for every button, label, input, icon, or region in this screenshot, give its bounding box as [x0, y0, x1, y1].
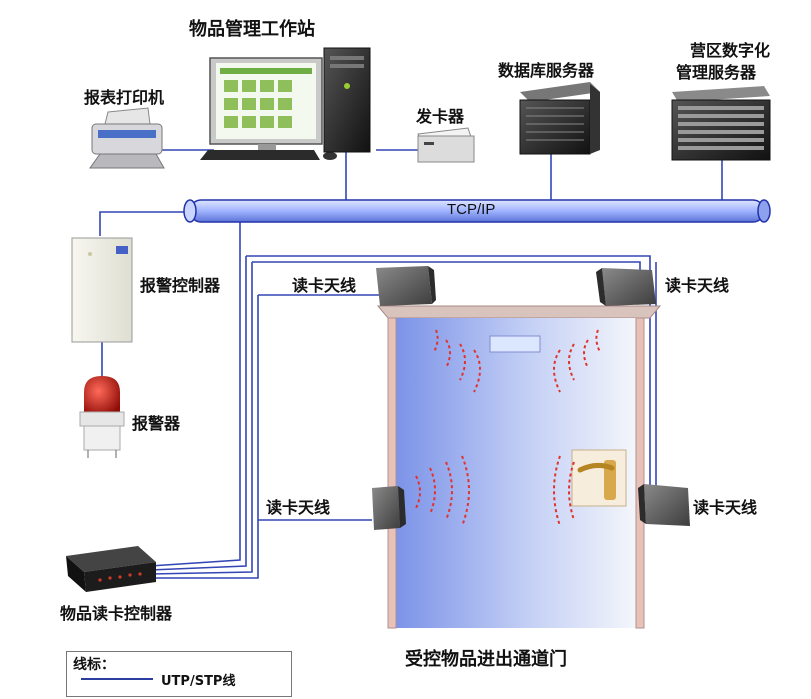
- antenna-mid-right-label: 读卡天线: [693, 498, 758, 517]
- antenna-top-right-label: 读卡天线: [665, 276, 730, 295]
- access-gate: [376, 305, 662, 629]
- workstation-pc: [200, 47, 371, 160]
- legend-entry: UTP/STP线: [161, 674, 236, 689]
- rf-signal-waves: [415, 329, 601, 527]
- printer-label: 报表打印机: [84, 88, 165, 107]
- printer-icon: [89, 107, 165, 169]
- cabling: [99, 149, 723, 579]
- alarm-label: 报警器: [132, 414, 181, 433]
- reader-controller-label: 物品读卡控制器: [60, 604, 173, 623]
- antenna-mid-left: [372, 486, 406, 530]
- card-issuer-device: [417, 127, 475, 163]
- legend: 线标： UTP/STP线: [66, 651, 292, 697]
- workstation-label: 物品管理工作站: [189, 19, 315, 40]
- antenna-top-right: [596, 268, 656, 306]
- camp-server-label-line2: 管理服务器: [676, 63, 757, 82]
- antenna-top-left-label: 读卡天线: [292, 276, 357, 295]
- antenna-mid-right: [638, 484, 690, 526]
- legend-title: 线标：: [73, 657, 115, 673]
- bus-label: TCP/IP: [447, 201, 496, 218]
- antenna-top-left: [376, 266, 436, 306]
- tcp-ip-bus: [183, 199, 771, 223]
- legend-line-swatch: [81, 678, 153, 680]
- card-issuer-label: 发卡器: [416, 107, 465, 126]
- alarm-light: [79, 376, 125, 458]
- antenna-mid-left-label: 读卡天线: [266, 498, 331, 517]
- card-reader-controller: [66, 546, 156, 592]
- alarm-controller-label: 报警控制器: [140, 276, 221, 295]
- gate-label: 受控物品进出通道门: [405, 649, 567, 670]
- camp-management-server: [671, 86, 771, 161]
- alarm-controller-box: [71, 237, 133, 343]
- camp-server-label-line1: 营区数字化: [690, 41, 771, 60]
- db-server-label: 数据库服务器: [498, 61, 595, 80]
- database-server: [519, 82, 600, 155]
